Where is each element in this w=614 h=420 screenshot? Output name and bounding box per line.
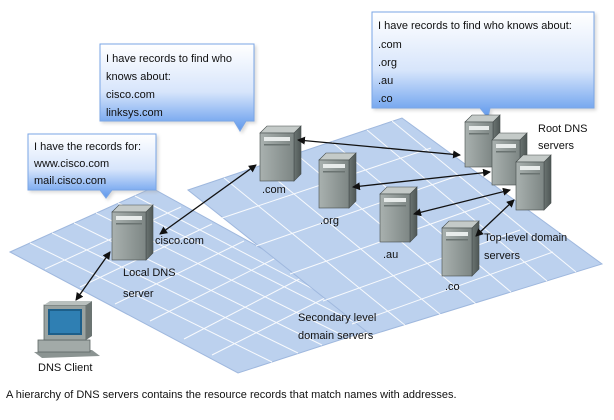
local-bubble-line: www.cisco.com [33,158,109,170]
root-dns-label: Root DNS [538,123,588,135]
local-bubble-line: I have the records for: [34,141,141,153]
com-bubble-line: cisco.com [106,89,155,101]
double-arrow-icon [75,251,111,301]
org-server-label: .org [320,215,339,227]
local-dns-label: server [123,288,154,300]
root-server-icon [515,154,552,211]
double-arrow-icon [159,164,257,235]
au-server-label: .au [383,249,398,261]
desktop-computer-icon [34,301,100,358]
local-records-bubble: I have the records for: www.cisco.com ma… [27,133,157,199]
com-bubble-line: knows about: [106,71,171,83]
root-bubble-line: .org [378,57,397,69]
root-bubble-line: .com [378,39,402,51]
double-arrow-icon [475,199,515,237]
server-group [111,114,552,277]
root-server-icon [464,114,501,168]
top-level-label: servers [484,250,521,262]
com-server-icon [259,125,302,182]
caption: A hierarchy of DNS servers contains the … [6,389,457,401]
double-arrow-icon [297,136,461,159]
dns-client-label: DNS Client [38,362,92,374]
co-server-icon [441,220,480,277]
local-bubble-line: mail.cisco.com [34,175,106,187]
arrow-group [75,136,515,301]
double-arrow-icon [352,168,491,191]
secondary-level-label: domain servers [298,330,374,342]
root-records-bubble: I have records to find who knows about: … [371,11,595,120]
au-server-icon [379,186,418,243]
local-dns-label: Local DNS [123,267,176,279]
co-server-label: .co [445,281,460,293]
root-dns-label: servers [538,140,575,152]
root-bubble-line: I have records to find who knows about: [378,20,572,32]
root-bubble-line: .au [378,75,393,87]
com-records-bubble: I have records to find who knows about: … [99,43,255,132]
cisco-server-icon [111,204,154,261]
double-arrow-icon [413,187,511,217]
secondary-level-label: Secondary level [298,312,376,324]
root-bubble-line: .co [378,93,393,105]
top-level-label: Top-level domain [484,232,567,244]
org-server-icon [318,152,357,209]
com-bubble-line: I have records to find who [106,53,232,65]
cisco-server-label: cisco.com [155,235,204,247]
com-server-label: .com [262,184,286,196]
com-bubble-line: linksys.com [106,107,163,119]
